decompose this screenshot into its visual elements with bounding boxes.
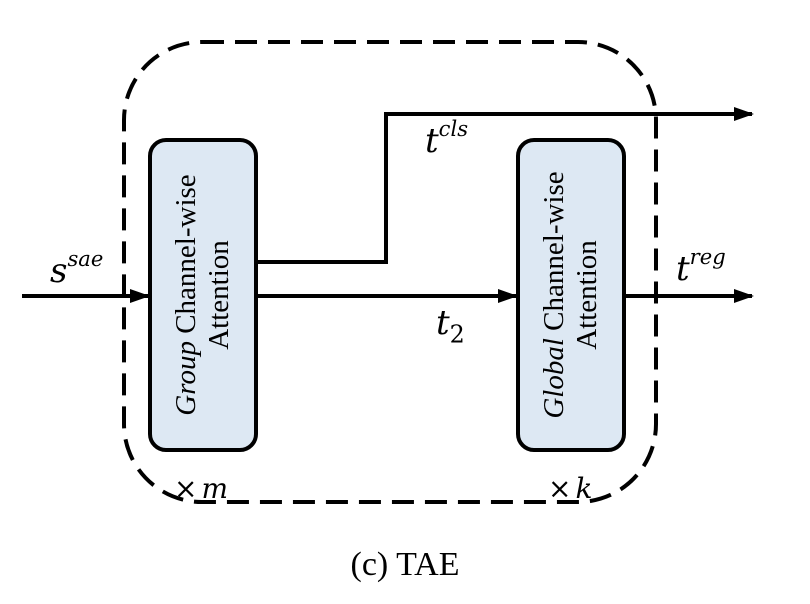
group-emph: Group bbox=[169, 341, 202, 416]
t2-label: t2 bbox=[436, 306, 465, 347]
group-repeat-sym: × bbox=[174, 472, 198, 505]
input-label-base: s bbox=[50, 250, 68, 291]
global-line1-rest: Channel-wise bbox=[537, 171, 570, 339]
group-repeat-label: ×m bbox=[174, 475, 228, 503]
t2-label-sub: 2 bbox=[449, 320, 465, 349]
global-block-line2: Attention bbox=[571, 240, 603, 350]
input-label-sup: sae bbox=[67, 246, 104, 271]
reg-output-label: treg bbox=[676, 246, 726, 286]
global-block-line1: Global Channel-wise bbox=[538, 171, 571, 418]
group-repeat-var: m bbox=[201, 472, 229, 505]
input-label-s-sae: ssae bbox=[50, 248, 103, 288]
global-repeat-label: ×k bbox=[548, 475, 592, 503]
global-emph: Global bbox=[537, 338, 570, 419]
reg-label-base: t bbox=[676, 248, 690, 289]
reg-label-sup: reg bbox=[689, 244, 726, 269]
cls-branch-arrow bbox=[256, 107, 754, 264]
group-block-line2: Attention bbox=[203, 240, 235, 350]
group-line1-rest: Channel-wise bbox=[169, 174, 202, 342]
global-repeat-var: k bbox=[575, 472, 593, 505]
figure-caption: (c) TAE bbox=[350, 546, 460, 583]
group-block-line1: Group Channel-wise bbox=[170, 174, 203, 415]
cls-output-label: tcls bbox=[425, 118, 468, 158]
global-block-text: Global Channel-wise Attention bbox=[538, 140, 603, 450]
global-repeat-sym: × bbox=[548, 472, 572, 505]
cls-label-base: t bbox=[425, 120, 439, 161]
t2-label-base: t bbox=[436, 303, 450, 343]
cls-label-sup: cls bbox=[438, 116, 469, 141]
group-block-text: Group Channel-wise Attention bbox=[170, 140, 235, 450]
